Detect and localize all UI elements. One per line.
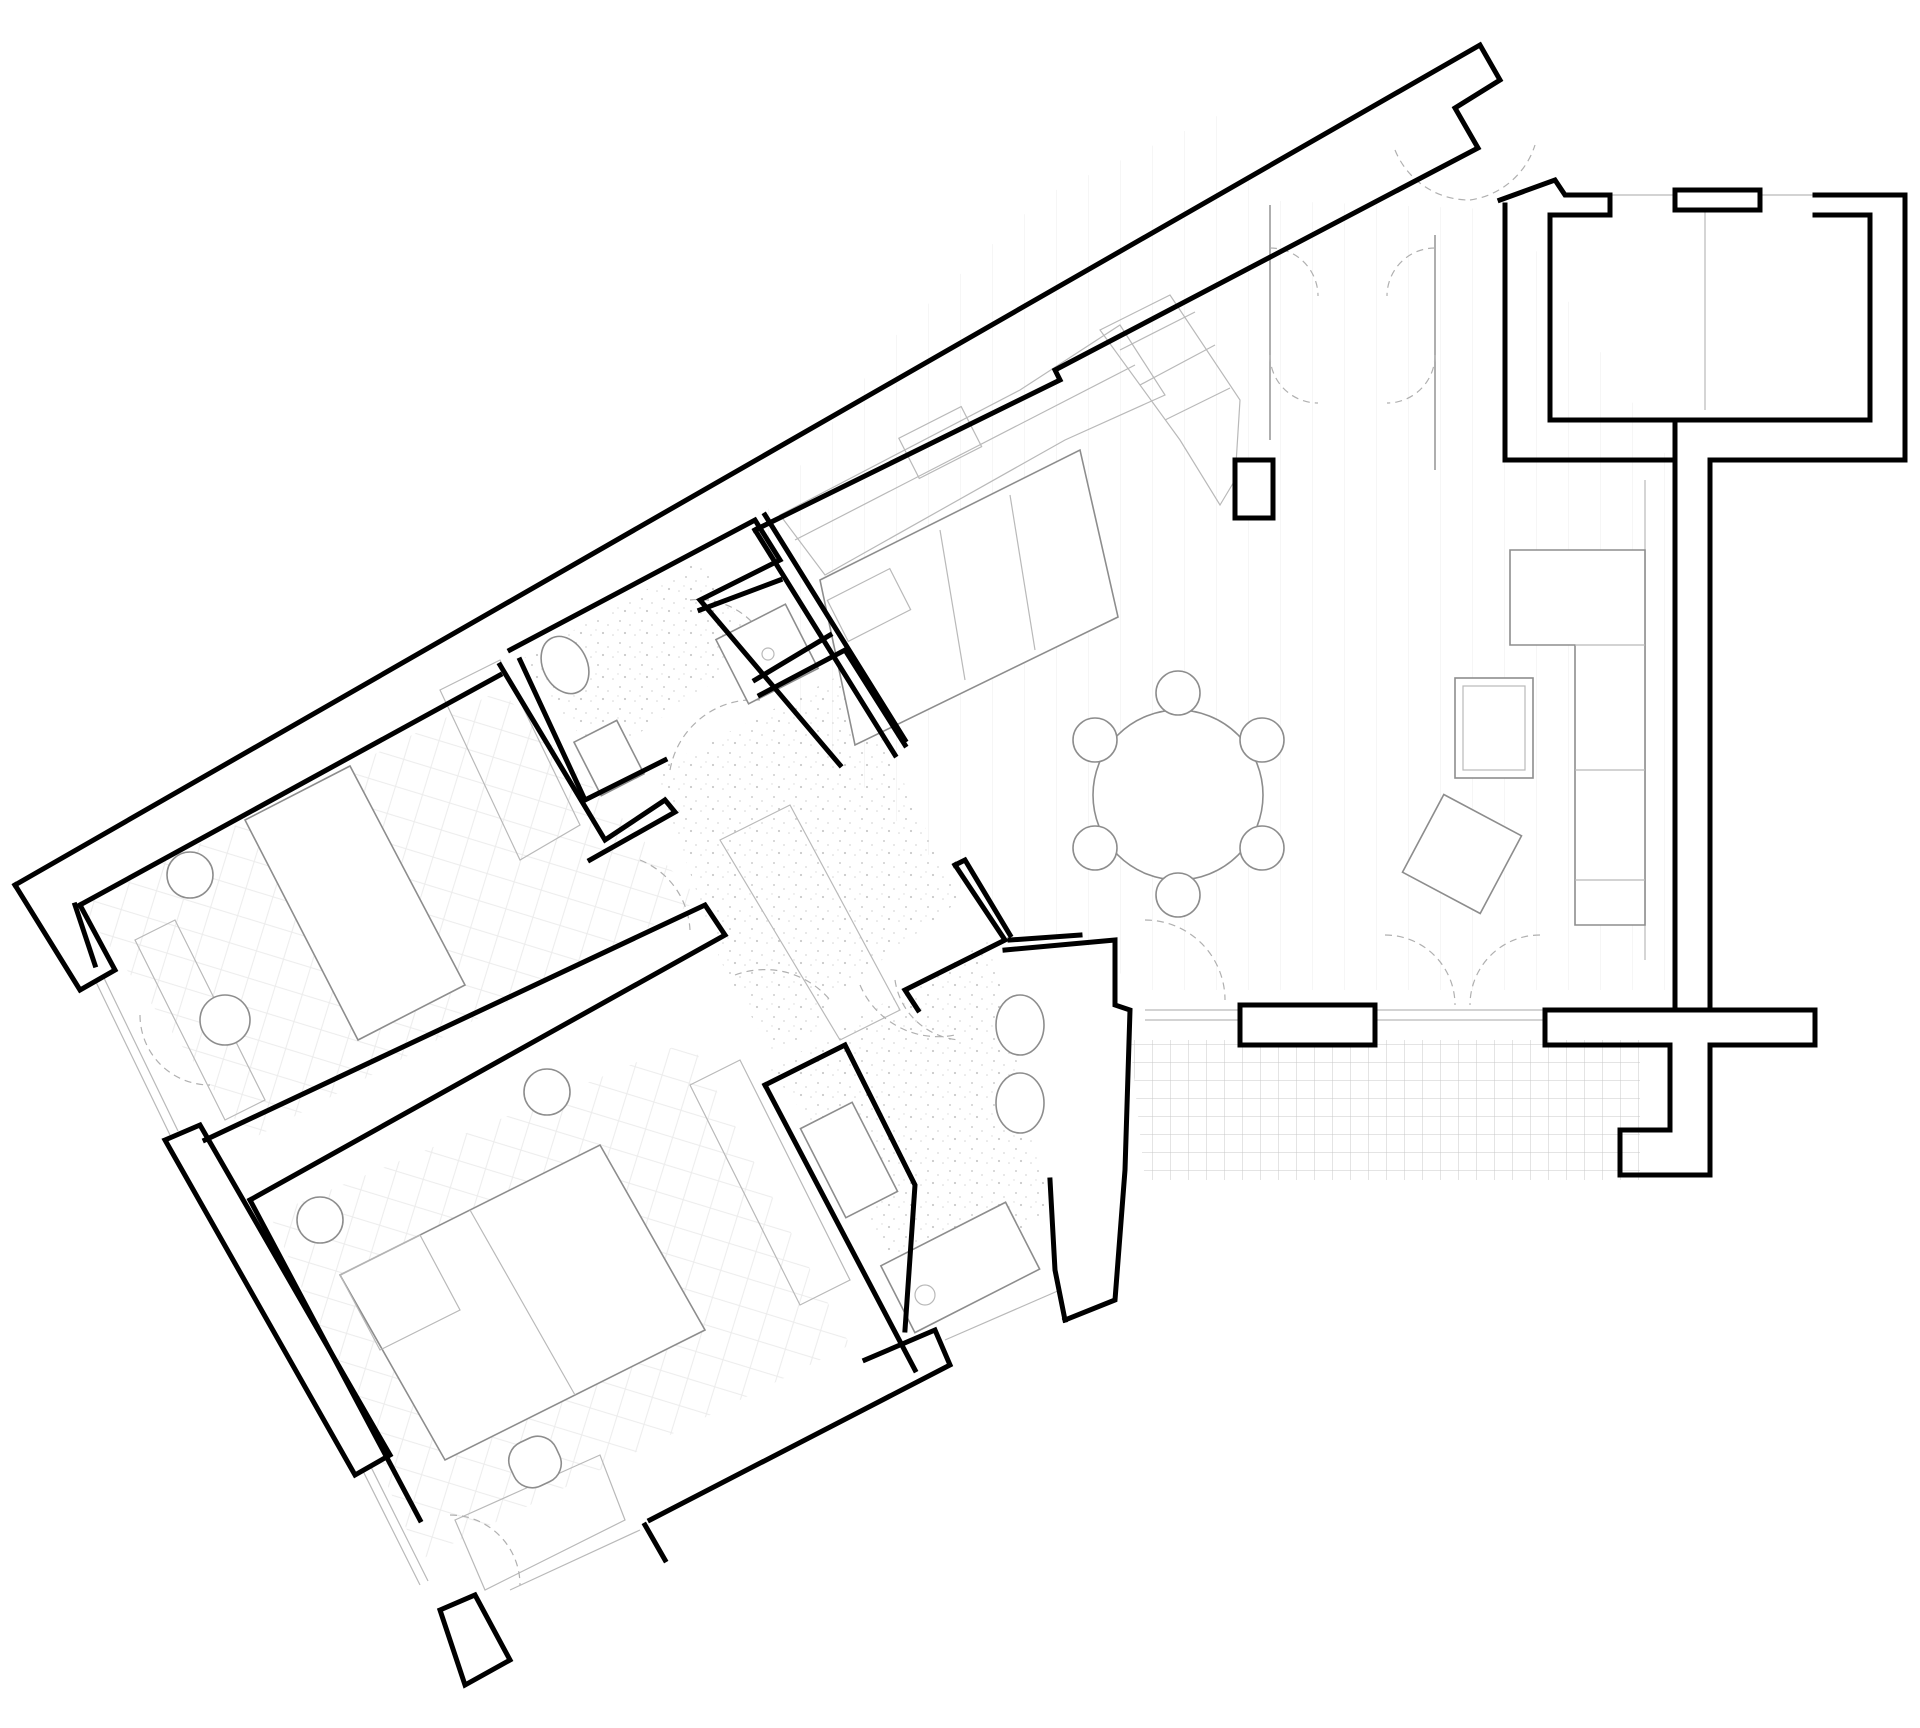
desk-chair [507,1435,563,1489]
terrace-floor [1130,1040,1640,1180]
bidet [995,1072,1045,1134]
coffee-table [1454,677,1534,779]
dining-chair [1072,825,1118,871]
living-floor [760,110,1675,990]
bathtub [879,1201,1041,1334]
dining-table [1092,709,1264,881]
main-bath-floor [770,940,1050,1300]
desk-chair [199,994,251,1046]
toilet [995,994,1045,1056]
furniture [166,549,1646,1489]
bedside-lamp [166,851,214,899]
sofa [1509,549,1646,926]
kitchen-island [819,448,1119,747]
armchair [1401,793,1523,915]
dining-chair [1239,717,1285,763]
vanity-basin [799,1101,899,1219]
built-in-joinery [94,144,1815,1591]
single-bed [243,764,467,1042]
dining-chair [1155,670,1201,716]
bedside-lamp [296,1196,344,1244]
walls [11,41,1908,1689]
floor-finishes [80,110,1675,1560]
bedside-lamp [523,1068,571,1116]
hallway-floor [655,670,960,1050]
dining-chair [1239,825,1285,871]
dining-chair [1072,717,1118,763]
dining-chair [1155,872,1201,918]
toilet [540,635,590,695]
